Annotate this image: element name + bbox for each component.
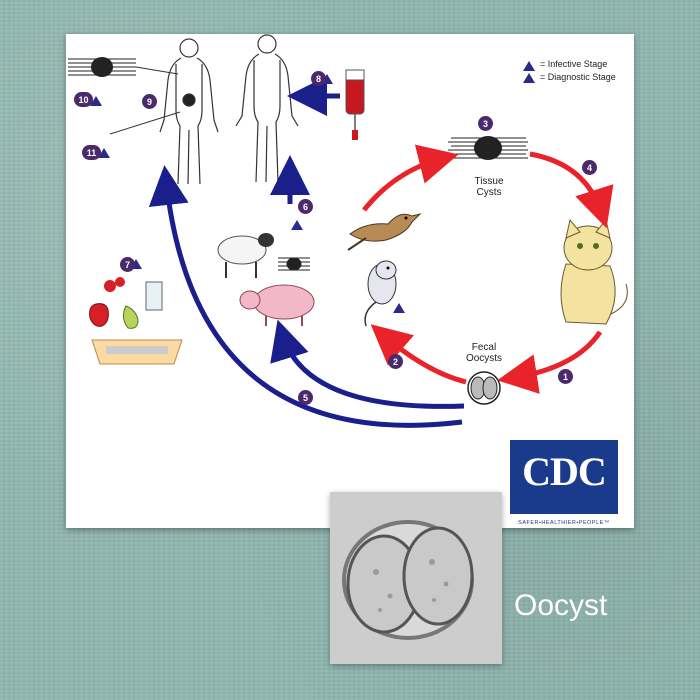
muscle-tissue-cyst-human — [68, 57, 179, 77]
step-badge-10: 10 — [74, 92, 93, 107]
fecal-oocysts-label: Fecal Oocysts — [465, 342, 503, 364]
blue-transmission-arrows — [148, 76, 465, 428]
diagnostic-stage-markers — [90, 73, 535, 158]
red-cycle-arrows — [362, 144, 614, 394]
sheep-icon — [217, 233, 274, 278]
bird-icon — [347, 213, 422, 251]
step-badge-7: 7 — [120, 257, 135, 272]
oocyst-caption: Oocyst — [514, 589, 608, 622]
legend-diagnostic-stage: = Diagnostic Stage — [540, 72, 616, 82]
tissue-cyst-icon — [448, 136, 528, 160]
fecal-oocyst-icon — [467, 371, 501, 405]
step-badge-8: 8 — [311, 71, 326, 86]
cdc-logo-text: CDC — [522, 449, 607, 494]
life-cycle-panel: = Infective Stage = Diagnostic Stage Tis… — [66, 34, 634, 528]
step-badge-9: 9 — [142, 94, 157, 109]
life-cycle-diagram — [68, 34, 628, 428]
cdc-tagline: SAFER•HEALTHIER•PEOPLE™ — [518, 520, 610, 526]
step-badge-5: 5 — [298, 390, 313, 405]
step-badge-1: 1 — [558, 369, 573, 384]
human-figure-recipient — [235, 34, 299, 183]
oocyst-micrograph-image — [330, 492, 502, 664]
blood-bag-icon — [345, 69, 365, 140]
legend-infective-stage: = Infective Stage — [540, 59, 607, 69]
legend-infective-label: = Infective Stage — [540, 59, 608, 69]
tissue-cyst-livestock — [278, 257, 310, 271]
biopsy-pointer — [109, 111, 181, 135]
rat-icon — [364, 260, 397, 327]
cdc-logo: CDC SAFER•HEALTHIER•PEOPLE™ — [510, 440, 618, 526]
human-figure-infected — [159, 38, 219, 185]
step-badge-11: 11 — [82, 145, 101, 160]
step-badge-4: 4 — [582, 160, 597, 175]
step-badge-2: 2 — [388, 354, 403, 369]
pig-icon — [239, 284, 315, 326]
step-badge-6: 6 — [298, 199, 313, 214]
cat-icon — [560, 218, 628, 325]
oocyst-micrograph — [330, 492, 502, 664]
step-badge-3: 3 — [478, 116, 493, 131]
produce-water-litter-icon — [89, 277, 183, 365]
tissue-cysts-label: Tissue Cysts — [474, 176, 504, 198]
legend-diagnostic-label: = Diagnostic Stage — [540, 72, 616, 82]
